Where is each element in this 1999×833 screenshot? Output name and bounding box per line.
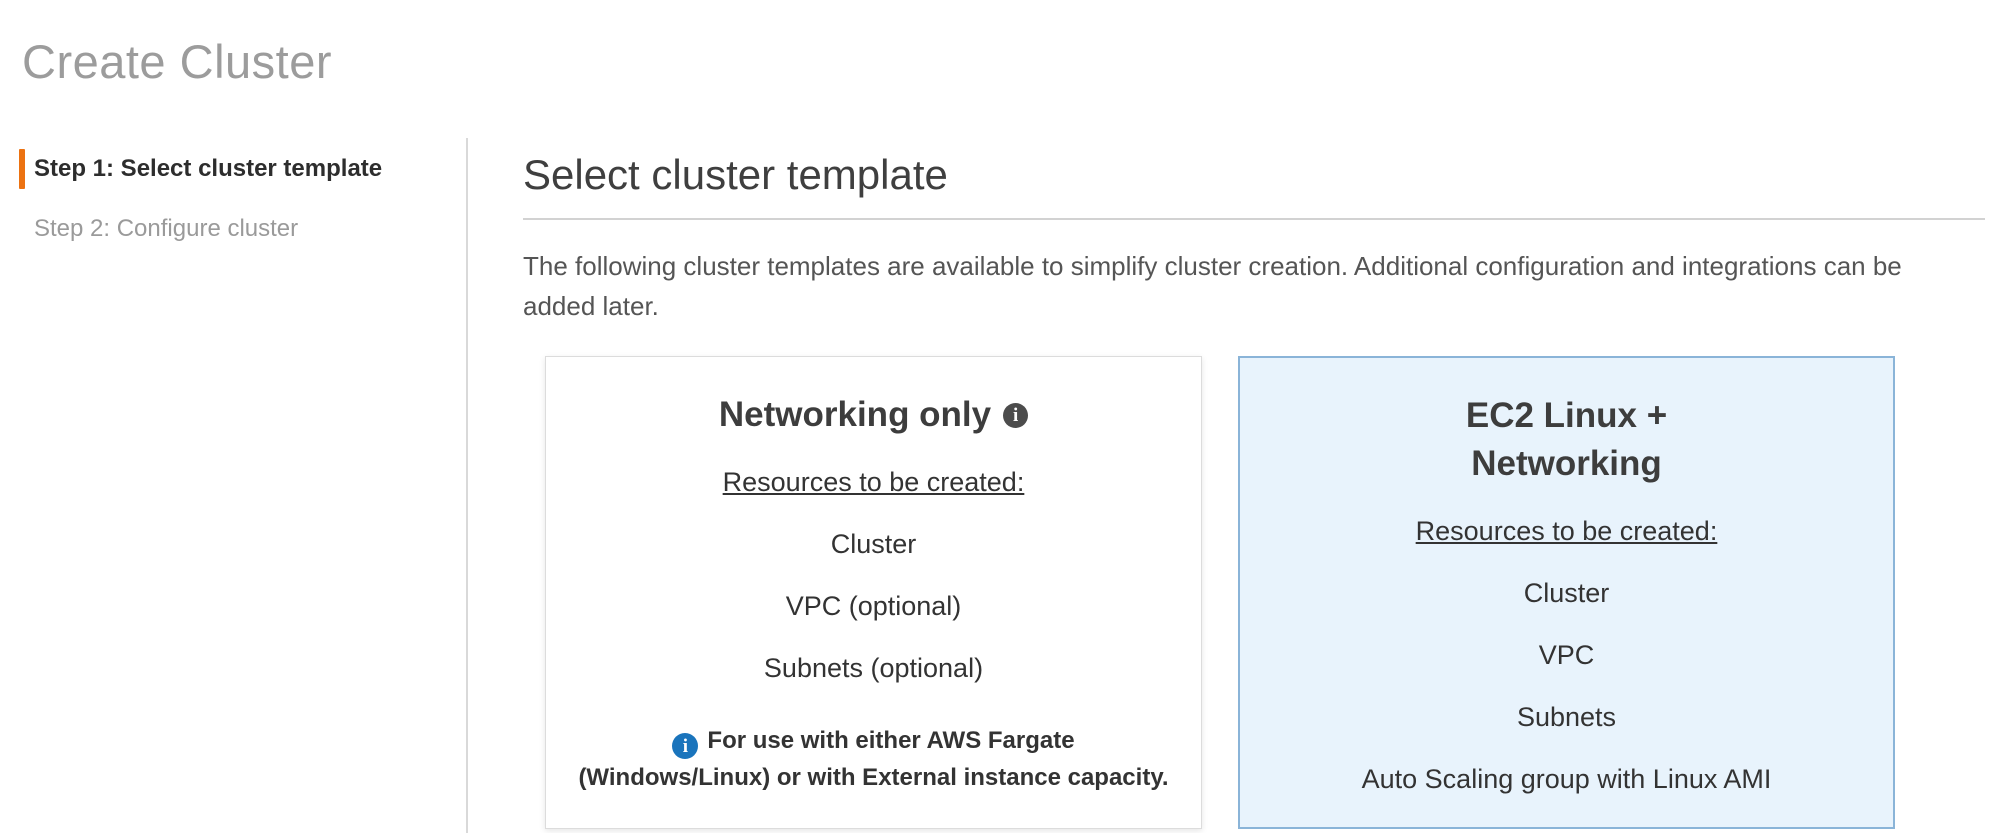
step-1-label: Step 1: Select cluster template — [34, 155, 383, 182]
resource-item: VPC (optional) — [785, 591, 962, 621]
resource-item: Auto Scaling group with Linux AMI — [1361, 764, 1772, 794]
template-cards: Networking only i Resources to be create… — [545, 356, 1985, 829]
resources-label: Resources to be created: — [1415, 516, 1718, 546]
resources-label: Resources to be created: — [722, 467, 1025, 497]
card-ec2-linux-networking[interactable]: EC2 Linux + Networking Resources to be c… — [1238, 356, 1895, 829]
card-title: EC2 Linux + Networking — [1465, 396, 1668, 483]
step-2-label: Step 2: Configure cluster — [34, 215, 299, 242]
step-item-2[interactable]: Step 2: Configure cluster — [0, 208, 466, 250]
resource-item: Subnets (optional) — [763, 653, 984, 683]
section-heading: Select cluster template — [523, 150, 1985, 220]
info-icon: i — [672, 733, 699, 759]
resource-item: Subnets — [1516, 702, 1617, 732]
page-title: Create Cluster — [22, 35, 332, 88]
step-item-1[interactable]: Step 1: Select cluster template — [0, 148, 466, 190]
page-header: Create Cluster — [0, 0, 1999, 138]
resource-item: Cluster — [1523, 578, 1610, 608]
card-networking-only[interactable]: Networking only i Resources to be create… — [545, 356, 1202, 829]
active-step-indicator-bar — [19, 149, 25, 189]
section-description: The following cluster templates are avai… — [523, 251, 1902, 321]
info-icon[interactable]: i — [1003, 402, 1029, 428]
card-note-text: For use with either AWS Fargate (Windows… — [578, 726, 1169, 792]
content-row: Step 1: Select cluster template Step 2: … — [0, 138, 1999, 833]
resource-item: Cluster — [830, 529, 917, 559]
card-title-row: Networking only i — [718, 391, 1029, 439]
resource-item: VPC — [1538, 640, 1595, 670]
steps-sidebar: Step 1: Select cluster template Step 2: … — [0, 138, 468, 833]
card-title-row: EC2 Linux + Networking — [1402, 392, 1732, 488]
card-title: Networking only — [718, 395, 992, 434]
main-panel: Select cluster template The following cl… — [468, 138, 1999, 833]
